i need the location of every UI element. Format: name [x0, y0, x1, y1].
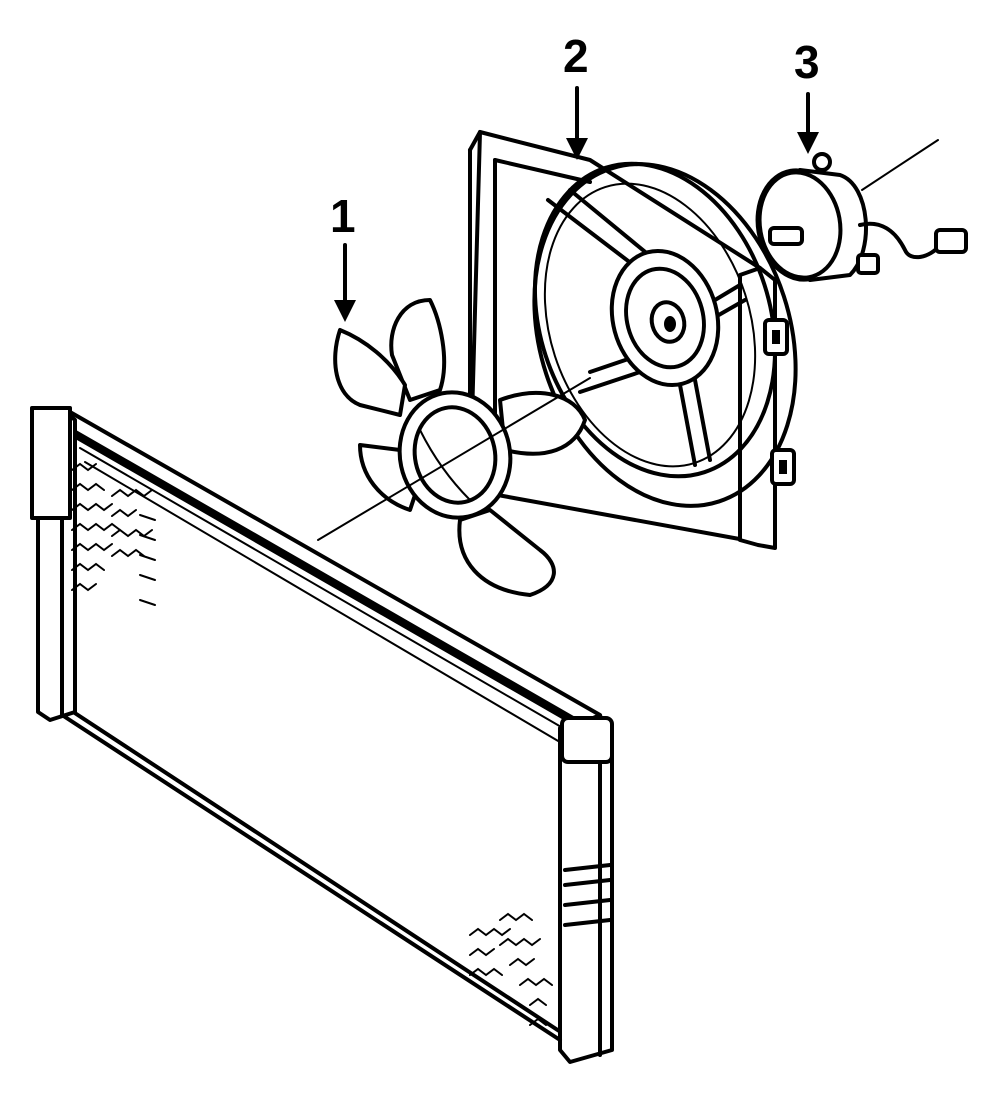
- callout-2: 2: [563, 30, 589, 160]
- callout-3-label: 3: [794, 36, 820, 88]
- fan-blade: [333, 298, 587, 597]
- radiator-fins-left: [71, 462, 156, 606]
- fan-motor: [755, 139, 968, 282]
- radiator: [30, 406, 614, 1064]
- callout-1-label: 1: [330, 190, 356, 242]
- callout-3: 3: [794, 36, 820, 154]
- radiator-fins-right: [469, 912, 553, 1026]
- callout-1: 1: [330, 190, 356, 322]
- callout-2-label: 2: [563, 30, 589, 82]
- axis-line: [317, 377, 591, 541]
